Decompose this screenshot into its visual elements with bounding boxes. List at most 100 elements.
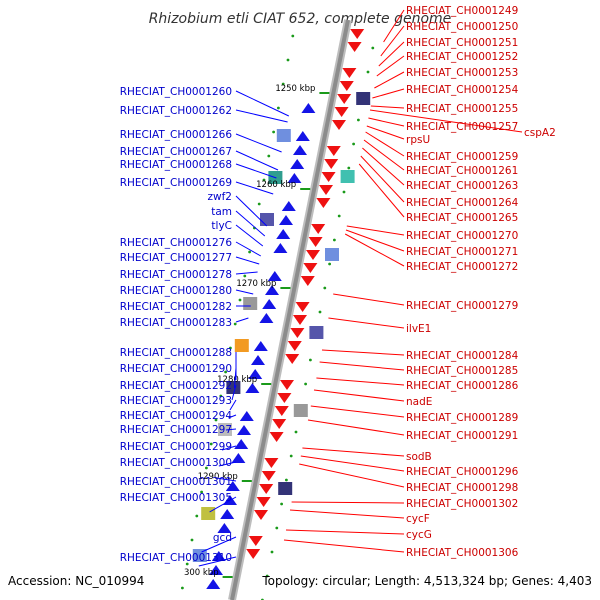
leader-line — [372, 88, 405, 99]
gene-arrow-down — [295, 302, 310, 312]
gene-label: RHECIAT_CH0001292 — [120, 380, 232, 392]
gene-arrow-down — [308, 237, 323, 247]
track-dot — [190, 538, 194, 542]
gene-label: RHECIAT_CH0001286 — [406, 380, 519, 392]
gene-arrow-up — [279, 215, 293, 225]
gene-label: RHECIAT_CH0001257 — [406, 121, 518, 133]
track-dot — [265, 574, 269, 578]
track-dot — [238, 298, 242, 302]
gene-label: RHECIAT_CH0001290 — [120, 363, 232, 375]
leader-line — [346, 225, 405, 236]
gene-arrow-up — [237, 425, 251, 435]
gene-arrow-up — [253, 341, 268, 351]
gene-label: RHECIAT_CH0001288 — [120, 347, 232, 359]
gene-label: RHECIAT_CH0001265 — [406, 212, 518, 224]
gene-arrow-down — [337, 94, 352, 104]
gene-label: RHECIAT_CH0001259 — [406, 151, 518, 163]
track-dot — [270, 550, 274, 554]
gene-label: RHECIAT_CH0001298 — [406, 482, 518, 494]
gene-box — [218, 423, 232, 436]
leader-line — [345, 229, 405, 252]
leader-line — [235, 109, 288, 123]
track-dot — [280, 502, 283, 506]
track-dot — [205, 466, 208, 470]
gene-label: RHECIAT_CH0001277 — [120, 252, 232, 264]
gene-arrow-up — [251, 355, 265, 365]
gene-label: RHECIAT_CH0001252 — [406, 51, 518, 63]
leader-line — [302, 447, 405, 457]
leader-line — [235, 317, 249, 323]
gene-arrow-down — [316, 198, 331, 208]
gene-label: RHECIAT_CH0001310 — [120, 552, 232, 564]
gene-box — [309, 326, 324, 339]
leader-line — [378, 41, 405, 67]
gene-box — [243, 297, 258, 310]
gene-label: RHECIAT_CH0001260 — [120, 86, 232, 98]
leader-line — [369, 109, 523, 133]
track-dot — [185, 562, 189, 566]
gene-label: RHECIAT_CH0001262 — [120, 105, 232, 117]
gene-label: nadE — [406, 396, 432, 408]
gene-label: RHECIAT_CH0001293 — [120, 395, 232, 407]
leader-line — [233, 367, 237, 389]
leader-line — [365, 131, 405, 157]
gene-label: sodB — [406, 451, 432, 463]
track-dot — [286, 58, 290, 62]
leader-line — [225, 428, 237, 431]
gene-arrow-down — [290, 328, 305, 338]
leader-line — [321, 349, 405, 356]
gene-arrow-down — [334, 107, 349, 117]
track-dot — [219, 394, 223, 398]
right-gene-labels: RHECIAT_CH0001249RHECIAT_CH0001250RHECIA… — [283, 5, 556, 559]
gene-arrow-up — [217, 523, 232, 533]
gene-label: RHECIAT_CH0001284 — [406, 350, 519, 362]
leader-line — [300, 455, 405, 472]
track-dot — [289, 454, 293, 458]
leader-line — [285, 529, 405, 535]
gene-arrow-down — [269, 432, 284, 442]
gene-label: RHECIAT_CH0001278 — [120, 269, 232, 281]
topology-text: Topology: circular; Length: 4,513,324 bp… — [261, 574, 592, 588]
gene-label: ilvE1 — [406, 323, 431, 335]
gene-label: RHECIAT_CH0001306 — [406, 547, 519, 559]
gene-arrow-up — [231, 453, 246, 463]
track-dot — [352, 142, 355, 146]
gene-label: cycG — [406, 529, 432, 541]
gene-label: RHECIAT_CH0001270 — [406, 230, 518, 242]
leader-line — [374, 71, 405, 89]
gene-label: RHECIAT_CH0001254 — [406, 84, 519, 96]
track-dot — [257, 202, 261, 206]
tick-label: 1270 kbp — [236, 279, 276, 289]
gene-label: RHECIAT_CH0001285 — [406, 365, 518, 377]
gene-box — [340, 170, 355, 183]
gene-arrow-up — [295, 131, 310, 141]
accession-text: Accession: NC_010994 — [8, 574, 144, 588]
track-dot — [294, 430, 298, 434]
tick-label: 1290 kbp — [198, 472, 238, 482]
gene-arrow-up — [281, 201, 296, 211]
leader-line — [216, 477, 237, 482]
leader-line — [235, 224, 264, 247]
gene-label: RHECIAT_CH0001266 — [120, 129, 233, 141]
leader-line — [235, 289, 254, 295]
leader-line — [366, 125, 405, 140]
gene-label: RHECIAT_CH0001267 — [120, 146, 232, 158]
leader-line — [283, 539, 405, 553]
track-dot — [267, 154, 271, 158]
leader-line — [333, 293, 405, 306]
leader-line — [316, 377, 405, 386]
gene-arrow-down — [259, 484, 274, 494]
track-dot — [285, 478, 288, 482]
gene-box — [226, 381, 241, 394]
gene-label: gcd — [213, 532, 232, 544]
left-gene-labels: RHECIAT_CH0001260RHECIAT_CH0001262RHECIA… — [120, 86, 290, 567]
track-dot — [195, 514, 199, 518]
leader-line — [363, 139, 405, 171]
right-strand-genes — [246, 29, 371, 559]
gene-box — [278, 482, 293, 495]
leader-line — [229, 399, 237, 411]
leader-line — [201, 536, 237, 553]
gene-arrow-up — [209, 565, 223, 575]
gene-label: RHECIAT_CH0001297 — [120, 424, 232, 436]
gene-arrow-down — [339, 81, 354, 91]
